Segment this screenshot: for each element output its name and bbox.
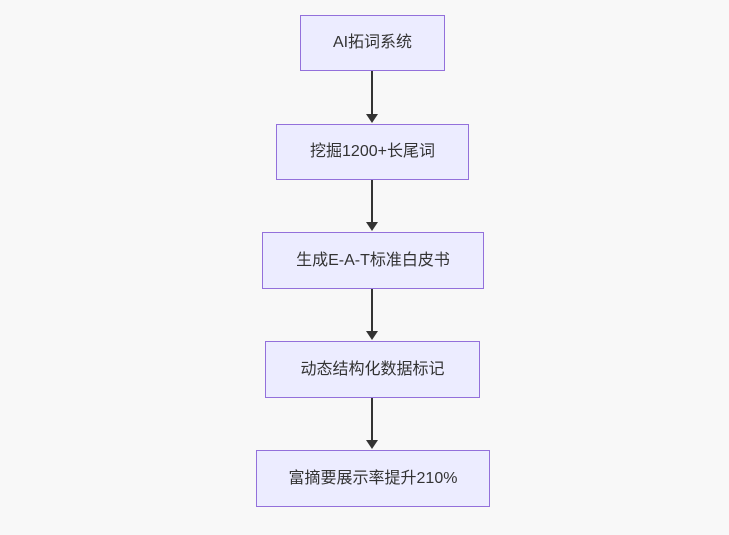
arrow-line <box>371 289 373 331</box>
flowchart-node-longtail-keywords: 挖掘1200+长尾词 <box>276 124 469 180</box>
flowchart-node-rich-snippet-rate: 富摘要展示率提升210% <box>256 450 490 507</box>
node-label: 富摘要展示率提升210% <box>288 469 458 487</box>
arrow-down-icon <box>366 289 378 340</box>
arrow-down-icon <box>366 398 378 449</box>
node-label: 动态结构化数据标记 <box>300 360 445 378</box>
arrow-line <box>371 180 373 222</box>
node-label: AI拓词系统 <box>332 34 413 52</box>
arrow-down-icon <box>366 71 378 123</box>
flowchart-node-ai-expansion-system: AI拓词系统 <box>300 15 445 71</box>
arrow-head <box>366 222 378 231</box>
arrow-line <box>371 398 373 440</box>
flowchart-node-eat-whitepaper: 生成E-A-T标准白皮书 <box>262 232 484 289</box>
arrow-head <box>366 114 378 123</box>
node-label: 生成E-A-T标准白皮书 <box>296 251 450 269</box>
arrow-head <box>366 331 378 340</box>
node-label: 挖掘1200+长尾词 <box>310 143 435 161</box>
arrow-head <box>366 440 378 449</box>
arrow-down-icon <box>366 180 378 231</box>
arrow-line <box>371 71 373 114</box>
flowchart-node-structured-data-markup: 动态结构化数据标记 <box>265 341 480 398</box>
